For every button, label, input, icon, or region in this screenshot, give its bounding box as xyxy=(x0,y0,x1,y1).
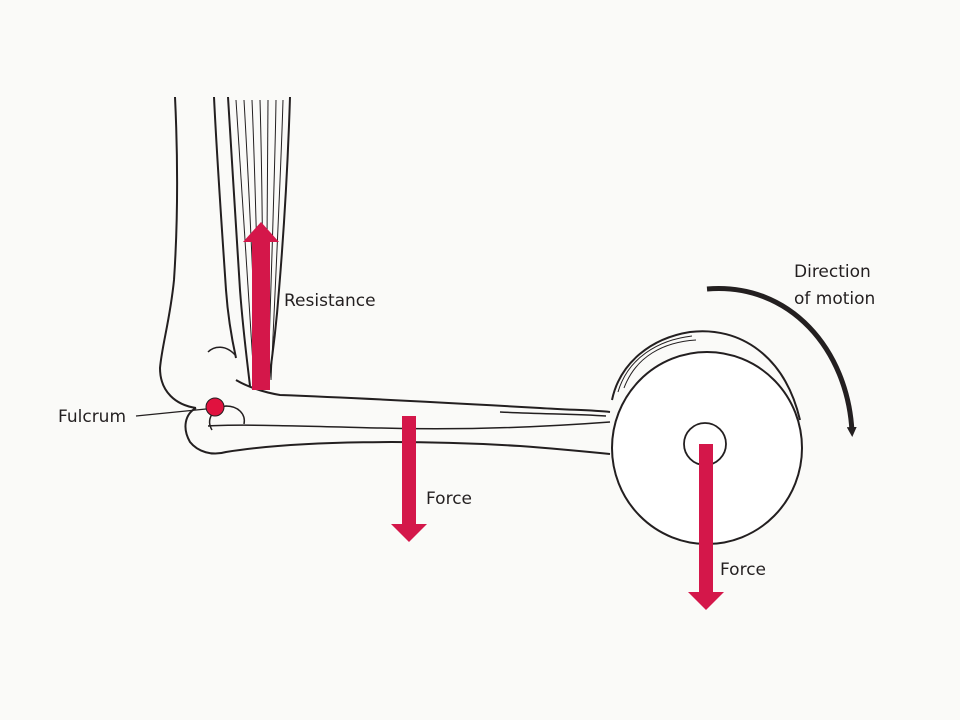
force-label-forearm: Force xyxy=(426,489,472,509)
fulcrum-dot xyxy=(205,397,225,417)
forearm-bones xyxy=(184,379,611,455)
direction-of-motion-arrow xyxy=(706,286,857,437)
resistance-label: Resistance xyxy=(284,291,376,311)
humerus-bone xyxy=(158,96,237,409)
biceps-muscle xyxy=(227,96,291,387)
force-arrow-weight xyxy=(688,444,724,610)
direction-label-line2: of motion xyxy=(794,289,875,309)
direction-label-line1: Direction xyxy=(794,262,871,282)
fulcrum-label: Fulcrum xyxy=(58,407,126,427)
force-arrow-forearm xyxy=(391,416,427,542)
fulcrum-leader-line xyxy=(135,408,207,417)
force-label-weight: Force xyxy=(720,560,766,580)
resistance-arrow xyxy=(243,222,279,390)
